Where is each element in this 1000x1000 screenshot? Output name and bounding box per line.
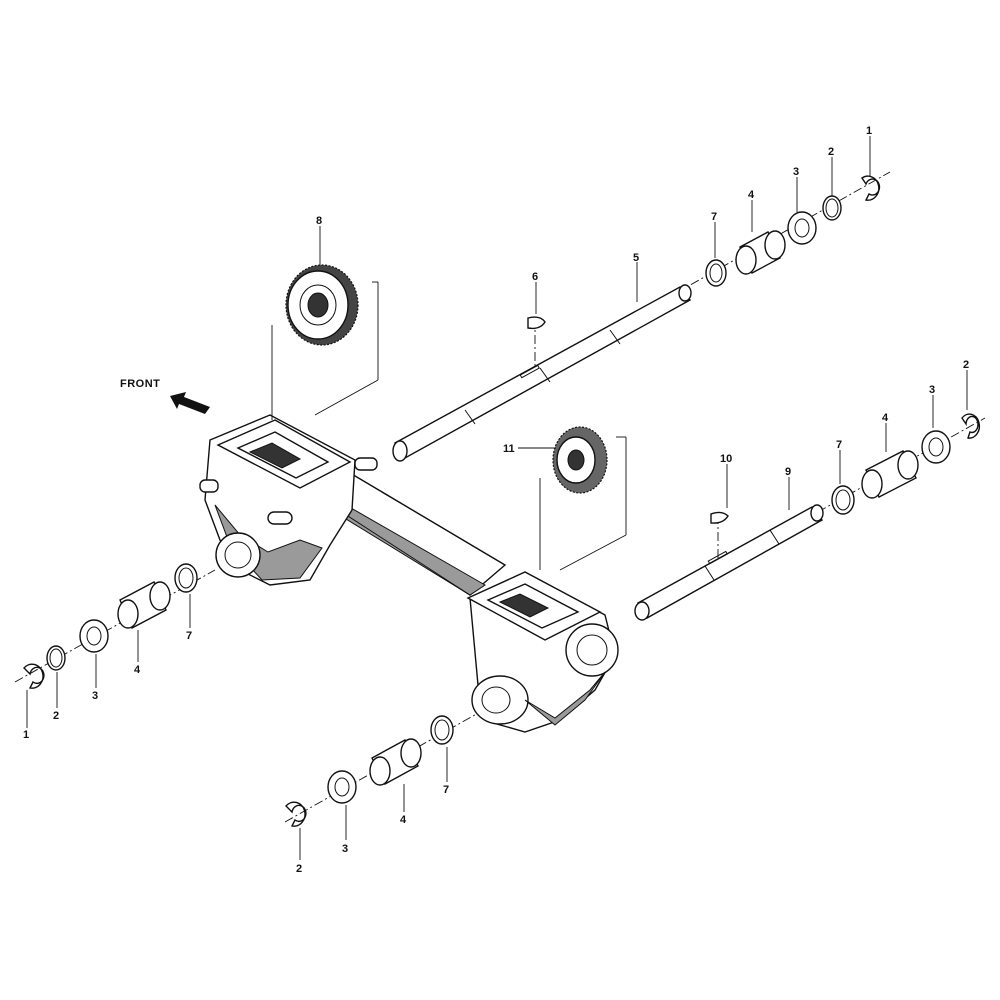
callout-6: 6 — [532, 271, 538, 283]
hardware-lower-right — [831, 413, 981, 515]
front-arrow-icon — [170, 392, 210, 414]
callout-4: 4 — [882, 412, 889, 424]
callout-1: 1 — [866, 125, 872, 137]
callout-9: 9 — [785, 466, 791, 478]
hardware-left — [23, 563, 198, 689]
callout-8: 8 — [316, 215, 322, 227]
callout-3: 3 — [342, 843, 348, 855]
front-direction-indicator: FRONT — [120, 378, 210, 414]
callout-10: 10 — [720, 453, 732, 465]
callout-2: 2 — [828, 146, 834, 158]
callout-4: 4 — [400, 814, 407, 826]
callout-7: 7 — [836, 439, 842, 451]
woodruff-key-lower — [710, 511, 729, 524]
callout-7: 7 — [186, 630, 192, 642]
gear-upper — [271, 264, 379, 420]
callout-2: 2 — [963, 359, 969, 371]
callout-numbers: 1 2 3 4 7 5 6 8 2 3 4 7 9 10 11 1 2 3 4 … — [23, 125, 969, 875]
callout-7: 7 — [443, 784, 449, 796]
upper-axle-shaft — [392, 284, 692, 462]
callout-3: 3 — [793, 166, 799, 178]
callout-2: 2 — [296, 863, 302, 875]
callout-5: 5 — [633, 252, 639, 264]
callout-2: 2 — [53, 710, 59, 722]
callout-4: 4 — [134, 664, 141, 676]
lower-axle-shaft — [634, 504, 824, 621]
hardware-upper-right — [705, 175, 881, 287]
transaxle-housing — [199, 414, 619, 733]
callout-4: 4 — [748, 189, 755, 201]
callout-3: 3 — [929, 384, 935, 396]
gear-lower — [539, 426, 627, 571]
callout-11: 11 — [503, 443, 515, 455]
woodruff-key-upper — [527, 316, 546, 330]
front-label: FRONT — [120, 378, 160, 390]
callout-7: 7 — [711, 211, 717, 223]
hardware-bottom — [285, 715, 454, 827]
callout-1: 1 — [23, 729, 29, 741]
callout-leaders — [26, 136, 968, 860]
callout-3: 3 — [92, 690, 98, 702]
